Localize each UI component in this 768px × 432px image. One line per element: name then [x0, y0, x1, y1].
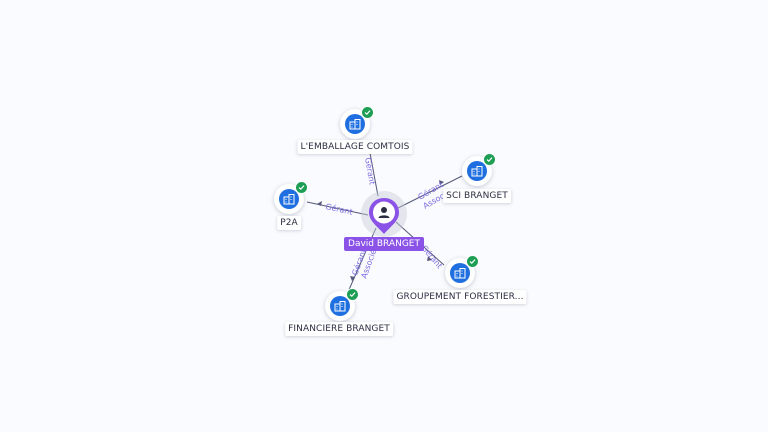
company-node-emballage[interactable] [340, 106, 374, 139]
company-label-p2a[interactable]: P2A [277, 216, 301, 230]
arrow-groupement [427, 256, 432, 261]
company-node-sci[interactable] [462, 153, 496, 186]
building-icon [349, 119, 361, 130]
company-label-sci[interactable]: SCI BRANGET [443, 189, 511, 203]
verified-check-icon [466, 255, 479, 268]
building-icon [334, 301, 346, 312]
edge-p2a [306, 201, 369, 216]
person-node[interactable] [367, 196, 401, 236]
edge-emballage [369, 152, 379, 197]
edge-label-p2a-0: Gérant [325, 201, 354, 217]
building-icon [471, 166, 483, 177]
person-name-label[interactable]: David BRANGET [344, 237, 424, 251]
person-icon [378, 207, 390, 218]
company-label-emballage[interactable]: L'EMBALLAGE COMTOIS [297, 140, 413, 154]
edge-sci [397, 175, 463, 209]
edge-label-emballage-0: Gérant [363, 157, 378, 186]
verified-check-icon [346, 288, 359, 301]
building-icon [454, 268, 466, 279]
verified-check-icon [295, 181, 308, 194]
company-node-groupement[interactable] [445, 255, 479, 288]
arrow-sci [439, 180, 444, 185]
company-label-financiere[interactable]: FINANCIERE BRANGET [285, 322, 393, 336]
arrow-financiere [350, 276, 355, 281]
verified-check-icon [483, 153, 496, 166]
company-label-groupement[interactable]: GROUPEMENT FORESTIER... [393, 290, 527, 304]
building-icon [283, 194, 295, 205]
arrow-p2a [317, 201, 322, 206]
verified-check-icon [361, 106, 374, 119]
company-node-financiere[interactable] [325, 288, 359, 321]
company-node-p2a[interactable] [274, 181, 308, 214]
